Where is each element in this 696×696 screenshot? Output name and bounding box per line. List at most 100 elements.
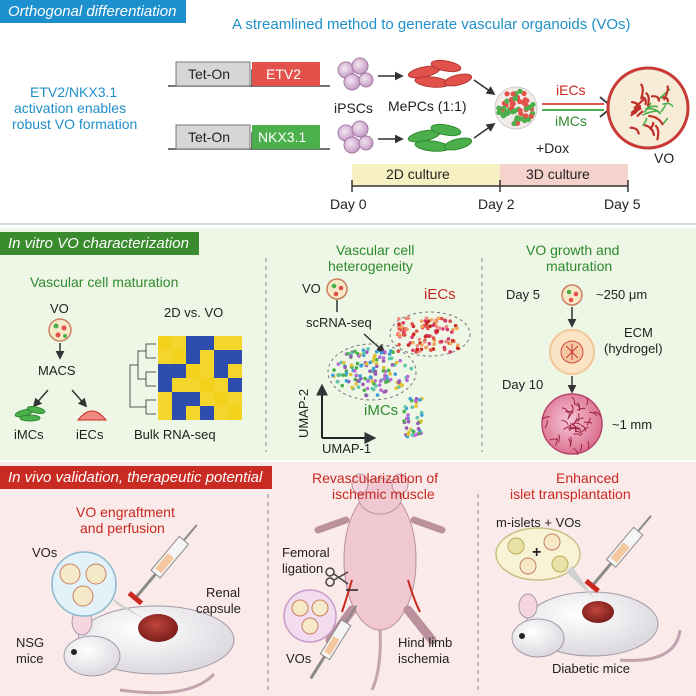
scrna-seq-label: scRNA-seq bbox=[306, 315, 372, 330]
in-vitro-header: In vitro VO characterization bbox=[0, 232, 199, 255]
heterogeneity-title-1: Vascular cell bbox=[336, 242, 415, 258]
etv2-label: ETV2 bbox=[266, 66, 302, 82]
imcs-label-top: iMCs bbox=[555, 113, 587, 129]
top-title: A streamlined method to generate vascula… bbox=[232, 16, 631, 33]
umap-axes bbox=[316, 383, 377, 444]
umap-iec-outline bbox=[389, 311, 471, 357]
syringe-right bbox=[584, 515, 652, 593]
day0-label: Day 0 bbox=[330, 196, 367, 212]
renal-label: Renal bbox=[206, 585, 240, 600]
size-1mm-label: ~1 mm bbox=[612, 417, 653, 432]
syringe-left bbox=[127, 524, 198, 606]
diabetic-mice-label: Diabetic mice bbox=[552, 661, 631, 676]
heatmap-dendrogram bbox=[129, 343, 156, 415]
day10-label: Day 10 bbox=[502, 377, 544, 392]
ligation-label: ligation bbox=[282, 561, 324, 576]
growth-title-2: maturation bbox=[546, 258, 613, 274]
imcs-label-mid: iMCs bbox=[14, 427, 44, 442]
revascularization-title-2: ischemic muscle bbox=[332, 486, 435, 502]
tet-on-label-bottom: Tet-On bbox=[188, 129, 231, 145]
vo-day5 bbox=[561, 284, 583, 306]
etv2-construct bbox=[168, 61, 330, 87]
vo-small-umap bbox=[326, 278, 348, 300]
side-text-line3: robust VO formation bbox=[12, 116, 138, 132]
imc-cells bbox=[14, 406, 46, 422]
revasc-vos-label: VOs bbox=[286, 651, 312, 666]
capsule-label: capsule bbox=[196, 601, 241, 616]
umap-iecs-label: iECs bbox=[424, 286, 456, 303]
ipscs-label: iPSCs bbox=[334, 100, 373, 116]
mepcs-label: MePCs (1:1) bbox=[388, 98, 467, 114]
mepc-aggregate bbox=[494, 86, 538, 130]
heatmap-title: 2D vs. VO bbox=[164, 305, 224, 320]
islets-vos-label: m-islets + VOs bbox=[496, 515, 581, 530]
vo-in-ecm bbox=[549, 329, 595, 375]
islets-vos-bubble bbox=[495, 527, 594, 598]
timeline-axis bbox=[351, 180, 629, 192]
scissors-icon bbox=[325, 567, 349, 587]
ipsc-cluster-top bbox=[337, 57, 374, 91]
umap-axis-x-label: UMAP-1 bbox=[322, 441, 372, 456]
umap-imc-outline bbox=[327, 343, 417, 401]
maturation-vo-label: VO bbox=[50, 301, 69, 316]
islet-title-1: Enhanced bbox=[556, 470, 620, 486]
vo-organoid-top bbox=[606, 66, 690, 150]
nkx31-label: NKX3.1 bbox=[258, 129, 307, 145]
ischemia-label: ischemia bbox=[398, 651, 450, 666]
umap-imcs-label: iMCs bbox=[364, 402, 399, 419]
syringe-center bbox=[309, 605, 358, 680]
culture-2d-label: 2D culture bbox=[386, 166, 450, 182]
culture-3d-label: 3D culture bbox=[526, 166, 590, 182]
day5-label-top: Day 5 bbox=[604, 196, 641, 212]
umap-points bbox=[330, 316, 460, 439]
hydrogel-label: (hydrogel) bbox=[604, 341, 663, 356]
iecs-label-mid: iECs bbox=[76, 427, 104, 442]
culture-2d-bar bbox=[352, 164, 500, 186]
mepc-green-cells bbox=[407, 123, 473, 152]
vos-bubble-center bbox=[283, 589, 337, 643]
vo-day10 bbox=[541, 393, 603, 455]
macs-label: MACS bbox=[38, 363, 76, 378]
vo-label-top: VO bbox=[654, 150, 675, 166]
tet-on-label-top: Tet-On bbox=[188, 66, 231, 82]
diabetic-mouse bbox=[511, 591, 682, 662]
day2-label: Day 2 bbox=[478, 196, 515, 212]
umap-axis-y-label: UMAP-2 bbox=[296, 388, 312, 439]
mepc-red-cells bbox=[407, 59, 473, 88]
engraftment-vos-label: VOs bbox=[32, 545, 58, 560]
iec-cells bbox=[76, 410, 108, 421]
in-vivo-header: In vivo validation, therapeutic potentia… bbox=[0, 466, 273, 489]
heatmap bbox=[158, 336, 242, 420]
supine-mouse bbox=[314, 473, 446, 691]
heatmap-caption: Bulk RNA-seq bbox=[134, 427, 216, 442]
maturation-title: Vascular cell maturation bbox=[30, 274, 179, 290]
engraftment-title-2: and perfusion bbox=[80, 520, 165, 536]
nkx31-construct bbox=[168, 124, 330, 150]
side-text-line2: activation enables bbox=[14, 100, 127, 116]
vo-small-left bbox=[48, 318, 72, 342]
iecs-label-top: iECs bbox=[556, 82, 586, 98]
umap-vo-label: VO bbox=[302, 281, 321, 296]
heterogeneity-title-2: heterogeneity bbox=[328, 258, 413, 274]
orthogonal-differentiation-header: Orthogonal differentiation bbox=[0, 0, 187, 23]
vos-bubble-left bbox=[51, 551, 146, 620]
ipsc-cluster-bottom bbox=[337, 120, 374, 154]
ecm-label: ECM bbox=[624, 325, 653, 340]
dox-label: +Dox bbox=[536, 140, 570, 156]
growth-title-1: VO growth and bbox=[526, 242, 620, 258]
islet-title-2: islet transplantation bbox=[510, 486, 631, 502]
revascularization-title-1: Revascularization of bbox=[312, 470, 439, 486]
engraftment-title-1: VO engraftment bbox=[76, 504, 175, 520]
femoral-label: Femoral bbox=[282, 545, 330, 560]
nsg-mouse bbox=[63, 605, 235, 695]
nsg-mice-label: mice bbox=[16, 651, 44, 666]
islets-plus-sign: + bbox=[532, 544, 542, 561]
day5-label-mid: Day 5 bbox=[506, 287, 540, 302]
hind-limb-label: Hind limb bbox=[398, 635, 453, 650]
side-text-line1: ETV2/NKX3.1 bbox=[30, 84, 118, 100]
culture-3d-bar bbox=[500, 164, 628, 186]
size-250um-label: ~250 μm bbox=[596, 287, 648, 302]
nsg-label: NSG bbox=[16, 635, 45, 650]
